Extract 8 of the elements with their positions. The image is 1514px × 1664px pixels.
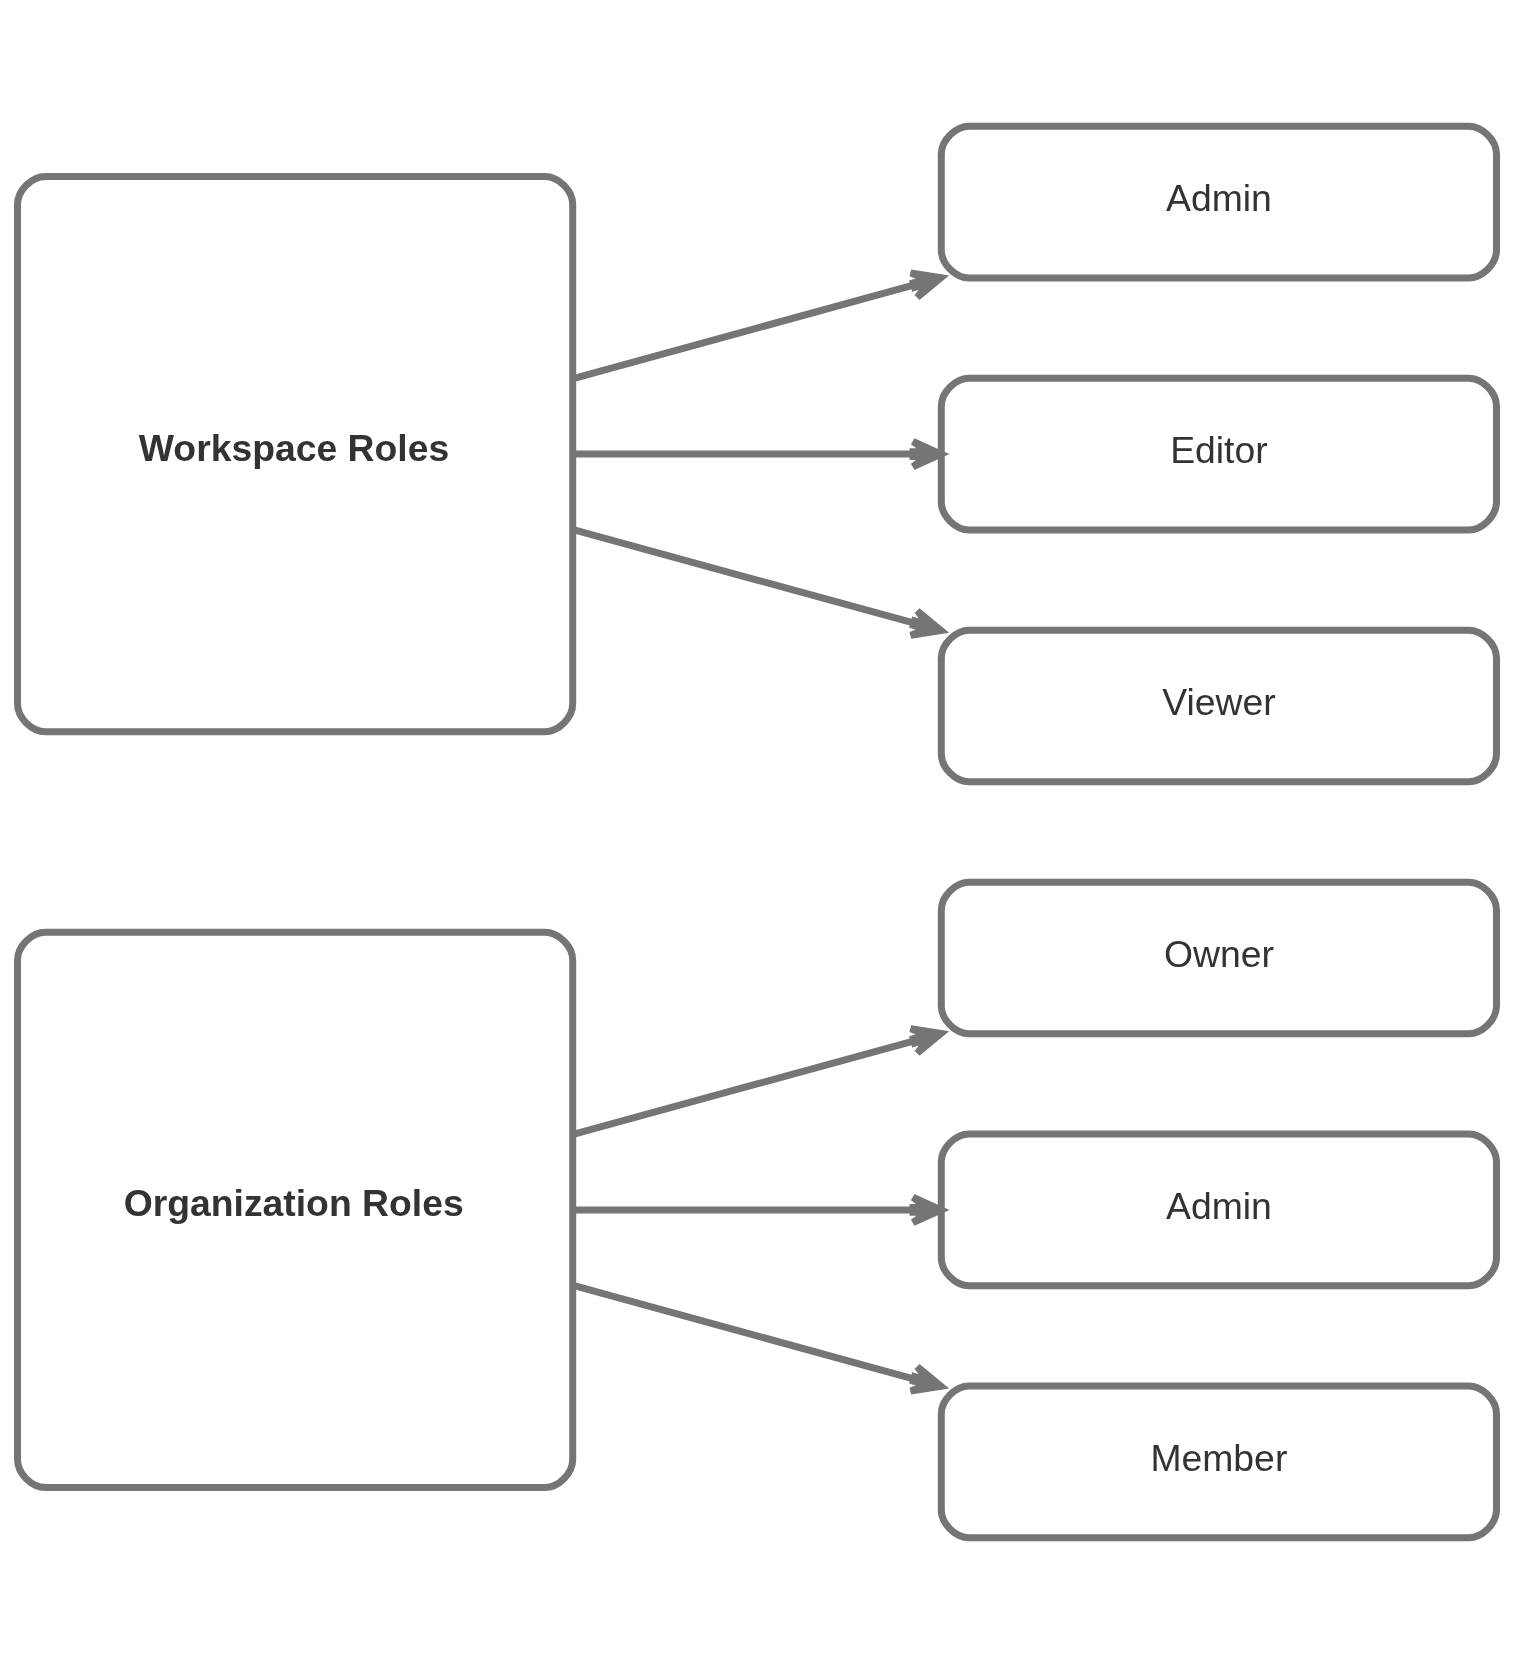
node-box: Member [937, 1382, 1500, 1542]
node-box: Organization Roles [14, 928, 577, 1491]
node-box: Editor [937, 374, 1500, 534]
node-box: Viewer [937, 626, 1500, 786]
node-box: Admin [937, 1130, 1500, 1290]
node-box: Workspace Roles [14, 173, 577, 736]
node-box: Owner [937, 878, 1500, 1038]
node-box: Admin [937, 122, 1500, 282]
